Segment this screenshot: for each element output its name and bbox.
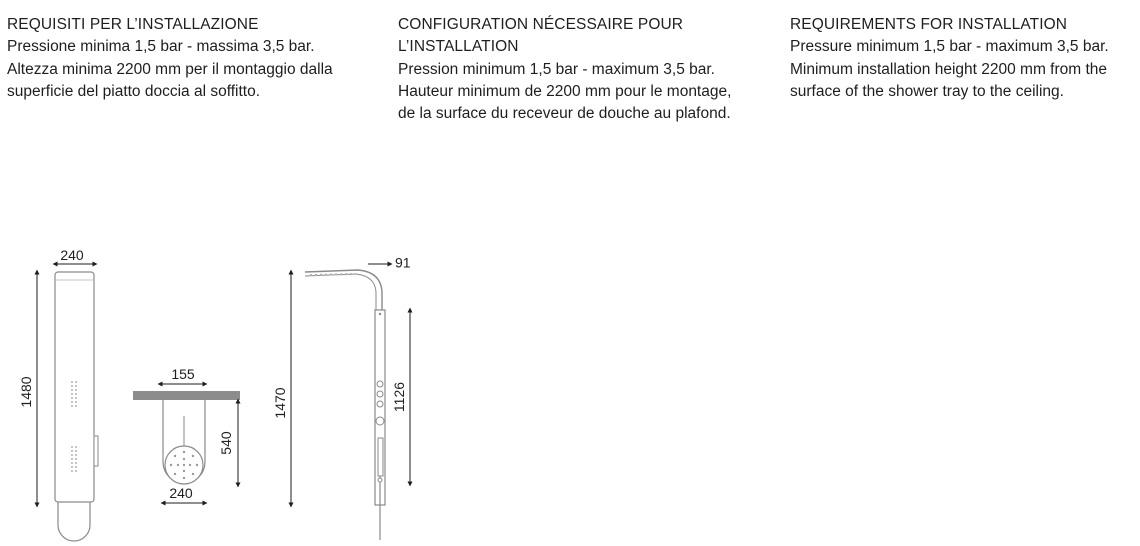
wall-section <box>133 391 240 400</box>
english-requirements: REQUIREMENTS FOR INSTALLATION Pressure m… <box>790 14 1140 103</box>
front-height-label: 1480 <box>18 376 34 407</box>
top-view: 155 540 240 <box>133 366 241 506</box>
french-requirements: CONFIGURATION NÉCESSAIRE POUR L’INSTALLA… <box>398 14 768 125</box>
front-hose-loop <box>57 502 91 542</box>
english-line-2: Minimum installation height 2200 mm from… <box>790 60 1108 78</box>
english-line-3: surface of the shower tray to the ceilin… <box>790 82 1064 100</box>
front-side-valve <box>93 435 99 467</box>
italian-line-3: superficie del piatto doccia al soffitto… <box>7 82 261 100</box>
italian-heading: REQUISITI PER L’INSTALLAZIONE <box>7 16 259 33</box>
side-view: 91 1470 1126 <box>272 255 413 540</box>
side-hand-shower <box>377 437 384 477</box>
front-jets-upper <box>71 381 77 407</box>
top-length-label: 540 <box>218 431 234 455</box>
top-width-label: 240 <box>169 485 193 501</box>
side-height-label: 1470 <box>272 387 288 418</box>
english-heading: REQUIREMENTS FOR INSTALLATION <box>790 16 1068 33</box>
front-jets-lower <box>71 446 77 472</box>
front-width-label: 240 <box>60 247 84 263</box>
side-panel-height-label: 1126 <box>391 382 407 412</box>
french-heading-line-1: CONFIGURATION NÉCESSAIRE POUR <box>398 16 684 33</box>
side-showerhead-arm <box>304 269 383 310</box>
top-depth-label: 155 <box>171 366 195 382</box>
front-view: 240 1480 <box>18 247 99 542</box>
french-line-2: Hauteur minimum de 2200 mm pour le monta… <box>398 82 732 100</box>
italian-line-2: Altezza minima 2200 mm per il montaggio … <box>7 60 333 78</box>
side-control-knobs <box>375 380 385 426</box>
french-line-1: Pression minimum 1,5 bar - maximum 3,5 b… <box>398 60 715 78</box>
front-panel-outline <box>54 271 95 503</box>
italian-requirements: REQUISITI PER L’INSTALLAZIONE Pressione … <box>7 14 367 103</box>
english-line-1: Pressure minimum 1,5 bar - maximum 3,5 b… <box>790 38 1109 56</box>
french-heading-line-2: L’INSTALLATION <box>398 38 519 56</box>
french-line-3: de la surface du receveur de douche au p… <box>398 105 731 123</box>
top-showerhead-nozzles <box>169 450 199 480</box>
italian-line-1: Pressione minima 1,5 bar - massima 3,5 b… <box>7 38 315 56</box>
side-depth-label: 91 <box>395 255 411 271</box>
